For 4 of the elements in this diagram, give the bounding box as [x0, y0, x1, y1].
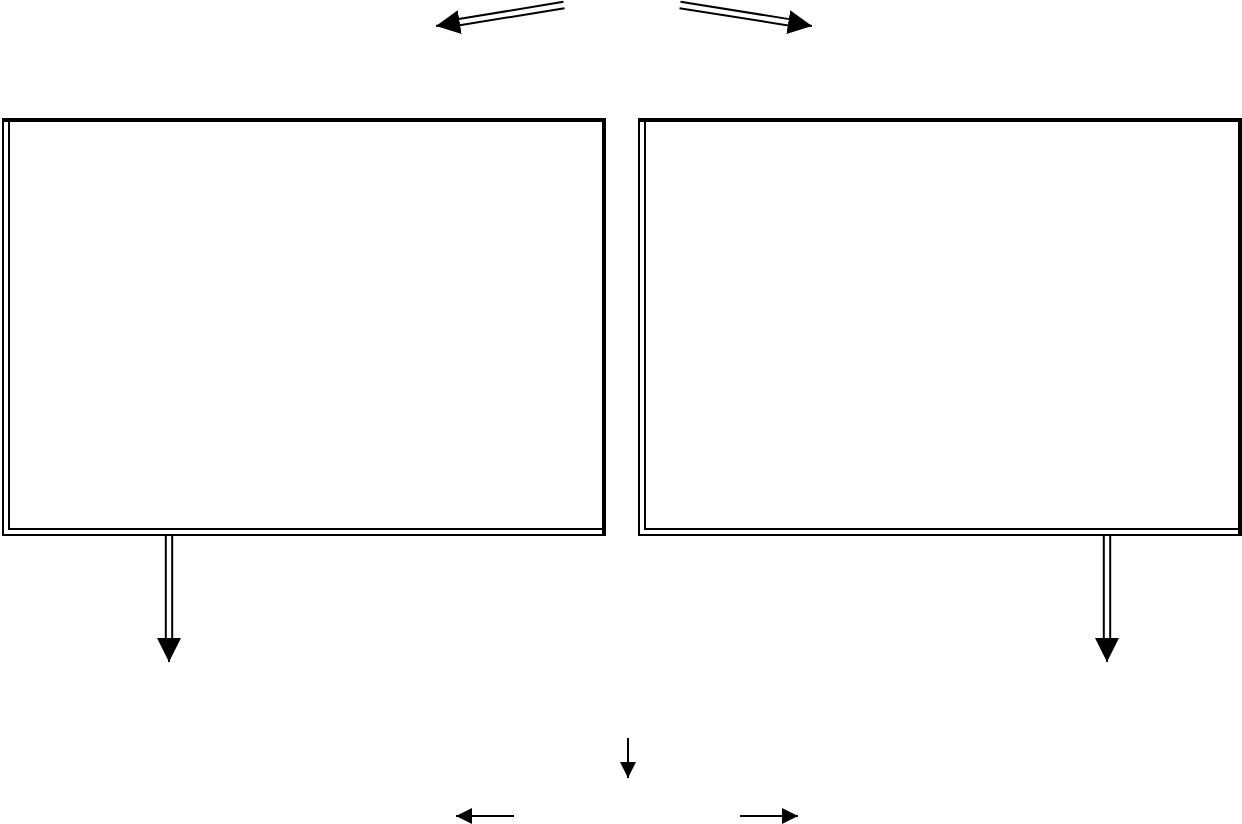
- empty-box: [2, 118, 606, 536]
- empty-box: [638, 118, 1242, 536]
- arrow: [1095, 535, 1119, 663]
- arrow: [157, 535, 181, 663]
